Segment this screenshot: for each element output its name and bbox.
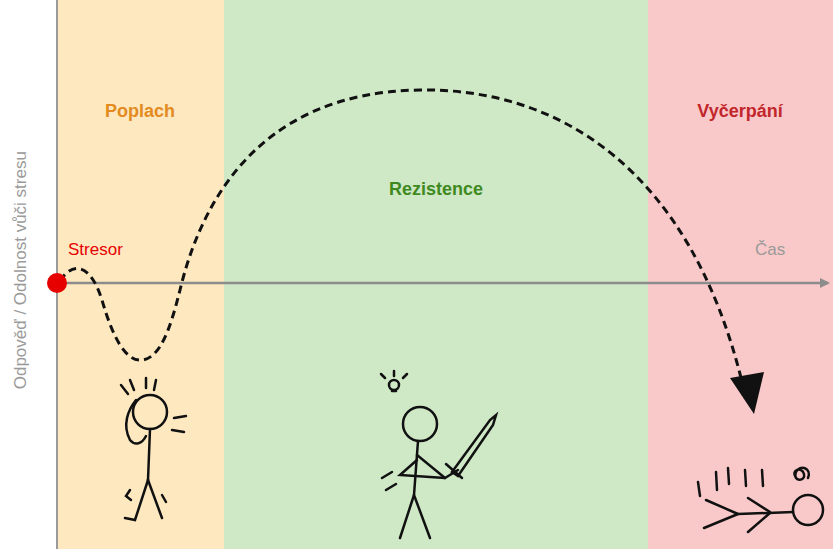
stressor-dot xyxy=(47,273,67,293)
response-curve xyxy=(60,90,742,382)
exhausted-figure xyxy=(698,468,823,532)
time-axis xyxy=(57,282,828,285)
phase-heading: Rezistence xyxy=(389,179,483,201)
fighting-figure xyxy=(381,371,496,538)
stressor-label: Stresor xyxy=(68,240,123,260)
y-axis-label: Odpověď / Odolnost vůči stresu xyxy=(11,151,31,389)
phase-heading: Vyčerpání xyxy=(697,101,782,123)
phase-heading: Poplach xyxy=(105,101,175,123)
alarm-band: Poplach xyxy=(57,0,224,549)
curve-arrowhead xyxy=(730,372,764,414)
exhaustion-band: Vyčerpání xyxy=(648,0,833,549)
time-axis-label: Čas xyxy=(755,240,785,260)
resistance-band: Rezistence xyxy=(224,0,648,549)
alarmed-figure xyxy=(121,378,186,520)
